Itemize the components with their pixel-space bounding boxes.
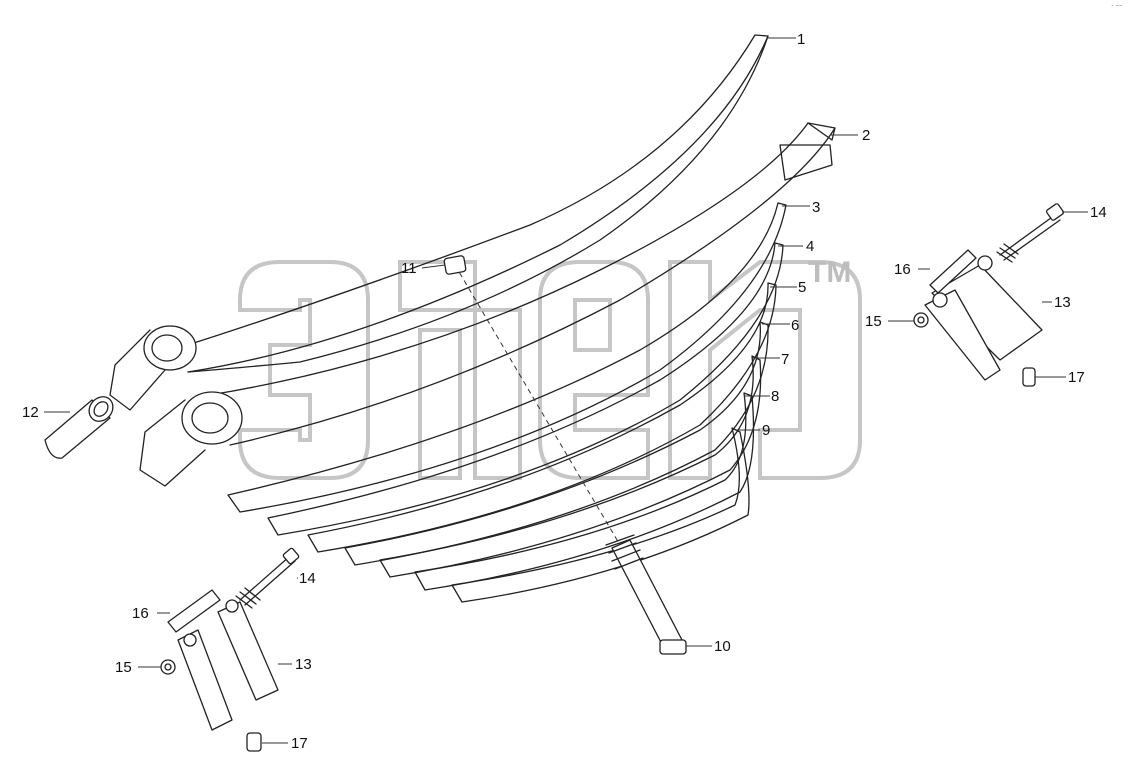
callout-7: 7 <box>781 351 789 368</box>
shackle-nut-right <box>913 312 929 328</box>
leaf-1-edge <box>187 35 769 373</box>
callout-labels: 1 2 3 4 5 6 7 8 9 10 11 12 13 14 15 16 1… <box>22 31 1107 752</box>
callout-3: 3 <box>812 199 820 216</box>
callout-2: 2 <box>862 127 870 144</box>
shackle-nut-left <box>160 659 176 675</box>
shackle-plate-left-outer <box>217 601 279 701</box>
leaf-4 <box>267 242 784 536</box>
shackle-bolt-left <box>239 555 291 601</box>
leaf-3 <box>227 202 787 513</box>
callout-17-right: 17 <box>1068 369 1085 386</box>
callout-12: 12 <box>22 404 39 421</box>
callout-8: 8 <box>771 388 779 405</box>
callout-9: 9 <box>762 422 770 439</box>
callout-14-left: 14 <box>299 570 316 587</box>
shackle-bolt-right <box>999 214 1056 256</box>
corner-mark: - --- <box>1111 2 1122 9</box>
shackle-grease-left <box>246 732 262 752</box>
callout-1: 1 <box>797 31 805 48</box>
callout-10: 10 <box>714 638 731 655</box>
leaf-1 <box>171 34 769 373</box>
callout-13-left: 13 <box>295 656 312 673</box>
leaf-spring <box>44 34 836 655</box>
shackle-right <box>913 203 1065 387</box>
callout-15-right: 15 <box>865 313 882 330</box>
shackle-pin-left <box>167 589 221 633</box>
centre-axis <box>454 264 621 546</box>
callout-16-left: 16 <box>132 605 149 622</box>
shackle-pin-right <box>929 249 977 294</box>
leaf-5 <box>307 282 777 553</box>
leaf-1-eye <box>143 325 197 371</box>
callout-17-left: 17 <box>291 735 308 752</box>
callout-4: 4 <box>806 238 814 255</box>
callout-15-left: 15 <box>115 659 132 676</box>
callout-14-right: 14 <box>1090 204 1107 221</box>
watermark-logo: TM <box>238 256 862 480</box>
callout-13-right: 13 <box>1054 294 1071 311</box>
callout-16-right: 16 <box>894 261 911 278</box>
callout-6: 6 <box>791 317 799 334</box>
shackle-grease-right <box>1022 367 1036 387</box>
clip-11 <box>443 255 467 275</box>
leaf-7 <box>379 355 762 578</box>
shackle-plate-left-inner <box>177 629 233 731</box>
leaf-2 <box>209 122 836 446</box>
watermark-trademark: TM <box>808 256 851 289</box>
callout-leaders <box>44 37 1088 744</box>
leaf-2-eye <box>181 391 243 445</box>
shackle-left <box>160 547 300 752</box>
callout-11: 11 <box>401 260 417 277</box>
centre-bolt-head <box>659 639 687 655</box>
leaf-6 <box>344 321 769 566</box>
callout-5: 5 <box>798 279 806 296</box>
